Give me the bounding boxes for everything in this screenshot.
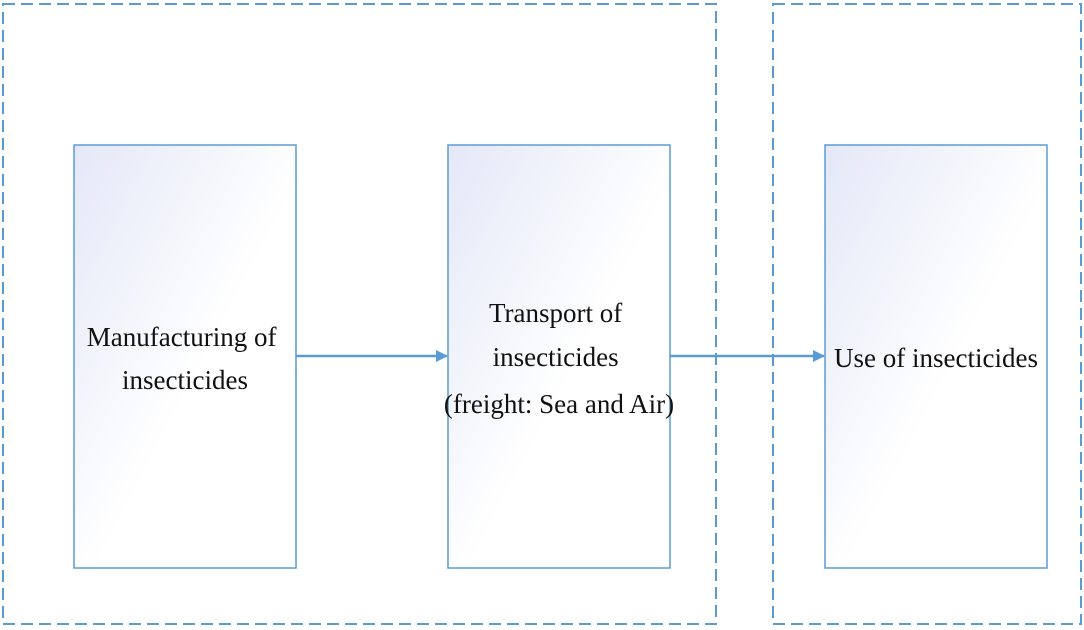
use-group-border [772, 3, 1082, 625]
svg-text:Manufacturing of insecti: Manufacturing of insecticides [87, 322, 283, 395]
node-manufacturing: Manufacturing of insecticides [73, 144, 297, 569]
node-use-label-line-1: Use of insecticides [834, 343, 1038, 373]
node-transport-label-line-3: (freight: Sea and Air) [444, 389, 674, 419]
node-use-box [824, 144, 1048, 569]
node-transport-label-line-1: Transport of [489, 298, 622, 328]
node-use: Use of insecticides [824, 144, 1048, 569]
svg-text:Use of insecticides: Use of insecticides [834, 343, 1038, 373]
node-manufacturing-label-line-1: Manufacturing of [87, 322, 277, 352]
node-transport: Transport of insecticides (freight: Sea … [444, 144, 674, 569]
node-transport-label-line-2: insecticides [493, 342, 619, 372]
svg-text:Transport of insecticide: Transport of insecticides (freight: Sea … [444, 298, 674, 419]
node-manufacturing-label-line-2: insecticides [122, 365, 248, 395]
node-transport-box [447, 144, 671, 569]
node-manufacturing-box [73, 144, 297, 569]
